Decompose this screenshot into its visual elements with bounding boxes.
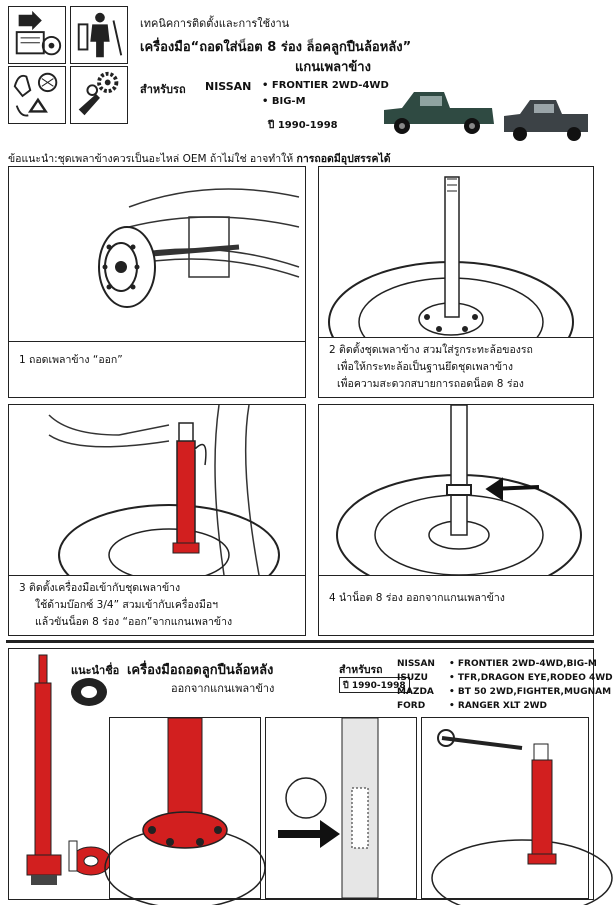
step-3-line-1: 3 ติดตั้งเครื่องมือเข้ากับชุดเพลาข้าง <box>19 582 181 594</box>
truck-photos <box>380 80 592 144</box>
step-1-panel: 1 ถอดเพลาข้าง “ออก” <box>8 166 306 398</box>
vehicle-models: • RANGER XLT 2WD <box>449 701 548 711</box>
truck-photo-gray <box>504 100 588 141</box>
step-2-illustration <box>328 176 574 383</box>
vehicle-models: • FRONTIER 2WD-4WD,BIG-M <box>449 659 597 669</box>
vehicle-brand: ISUZU <box>397 673 428 683</box>
step-1-caption: 1 ถอดเพลาข้าง “ออก” <box>9 341 305 397</box>
bearing-puller-tool-image <box>26 654 62 885</box>
header-year: ปี 1990-1998 <box>268 120 338 131</box>
vehicle-brand: FORD <box>397 701 426 711</box>
header-for-label: สำหรับรถ <box>140 83 186 96</box>
photo-panel-thread <box>265 717 417 899</box>
recommend-title: แนะนำชื่อ เครื่องมือถอดลูกปืนล้อหลัง <box>71 659 273 680</box>
advice-note: ข้อแนะนำ:ชุดเพลาข้างควรเป็นอะไหล่ OEM ถ้… <box>8 150 391 167</box>
step-1-line-1: 1 ถอดเพลาข้าง “ออก” <box>19 354 123 366</box>
section-divider <box>6 640 594 643</box>
header-brand: NISSAN <box>205 80 252 93</box>
photo-panel-flange <box>104 717 266 905</box>
advice-prefix: ข้อแนะนำ:ชุดเพลาข้างควรเป็นอะไหล่ OEM ถ้… <box>8 153 297 165</box>
vehicle-models: • BT 50 2WD,FIGHTER,MUGNAM <box>449 687 612 697</box>
header-model-2: • BIG-M <box>262 96 306 107</box>
step-2-line-1: 2 ติดตั้งชุดเพลาข้าง สวมใส่รูกระทะล้อของ… <box>329 344 533 356</box>
recommend-for-label: สำหรับรถ <box>339 664 383 676</box>
vehicle-models: • TFR,DRAGON EYE,RODEO 4WD <box>449 673 613 683</box>
step-2-panel: 2 ติดตั้งชุดเพลาข้าง สวมใส่รูกระทะล้อของ… <box>318 166 594 398</box>
header-line-3: แกนเพลาข้าง <box>295 60 371 75</box>
step-4-illustration <box>336 404 582 596</box>
recommend-panel: แนะนำชื่อ เครื่องมือถอดลูกปืนล้อหลัง ออก… <box>8 648 613 905</box>
step-2-line-2: เพื่อให้กระทะล้อเป็นฐานยึดชุดเพลาข้าง <box>337 361 514 373</box>
header-prefix: เครื่องมือ <box>140 40 191 55</box>
vehicle-brand: NISSAN <box>397 659 435 669</box>
recommend-subtitle: ออกจากแกนเพลาข้าง <box>171 682 275 695</box>
step-4-panel: 4 นำน็อต 8 ร่อง ออกจากแกนเพลาข้าง <box>318 404 594 636</box>
step-1-illustration <box>98 188 300 308</box>
step-3-illustration <box>48 404 280 606</box>
step-4-caption: 4 นำน็อต 8 ร่อง ออกจากแกนเพลาข้าง <box>319 575 593 635</box>
header-model-1: • FRONTIER 2WD-4WD <box>262 80 389 91</box>
step-2-caption: 2 ติดตั้งชุดเพลาข้าง สวมใส่รูกระทะล้อของ… <box>319 337 593 397</box>
header-tool-name: “ถอดใส่น็อต 8 ร่อง ล็อคลูกปืนล้อหลัง” <box>190 40 412 55</box>
truck-photo-green <box>384 92 494 134</box>
gear-wrench-icon <box>70 66 128 124</box>
photo-panel-wrench <box>421 717 613 905</box>
step-2-line-3: เพื่อความสะดวกสบายการถอดน็อต 8 ร่อง <box>337 378 524 390</box>
puller-flange-image <box>68 840 112 876</box>
step-4-line-1: 4 นำน็อต 8 ร่อง ออกจากแกนเพลาข้าง <box>329 592 505 604</box>
step-3-caption: 3 ติดตั้งเครื่องมือเข้ากับชุดเพลาข้าง ใช… <box>9 575 305 635</box>
safety-worker-icon <box>70 6 128 64</box>
recommend-prefix: แนะนำชื่อ <box>71 664 120 677</box>
advice-emphasis: การถอดมีอุปสรรคได้ <box>296 153 391 165</box>
vehicle-brand: MAZDA <box>397 687 434 697</box>
header-line-2: เครื่องมือ“ถอดใส่น็อต 8 ร่อง ล็อคลูกปืนล… <box>140 36 411 57</box>
step-3-line-2: ใช้ด้ามบ๊อกซ์ 3/4” สวมเข้ากับเครื่องมือฯ <box>35 599 219 611</box>
step-3-line-3: แล้วขันน็อต 8 ร่อง “ออก”จากแกนเพลาข้าง <box>35 616 233 628</box>
step-3-panel: 3 ติดตั้งเครื่องมือเข้ากับชุดเพลาข้าง ใช… <box>8 404 306 636</box>
gloves-recycle-icon <box>8 66 66 124</box>
reading-manual-icon <box>8 6 66 64</box>
header-line-1: เทคนิคการติดตั้งและการใช้งาน <box>140 17 290 30</box>
recommend-tool-name: เครื่องมือถอดลูกปืนล้อหลัง <box>126 663 274 678</box>
bearing-icon <box>71 678 107 706</box>
recommend-year-badge: ปี 1990-1998 <box>339 677 410 693</box>
